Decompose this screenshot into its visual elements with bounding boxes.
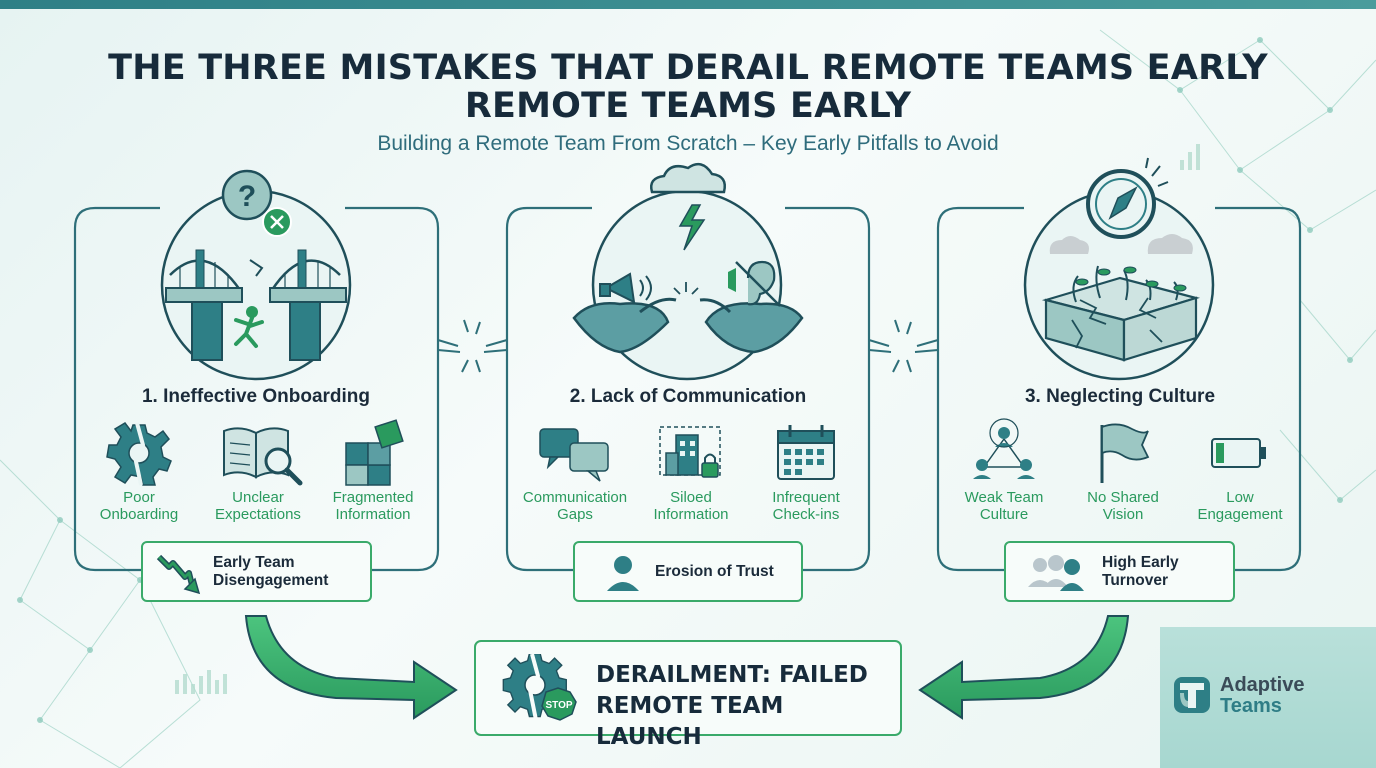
adaptive-teams-logo-icon [1174, 677, 1210, 713]
top-accent-bar [0, 0, 1376, 9]
logo-panel: Adaptive Teams [1160, 627, 1376, 768]
neglected-culture-illustration [1023, 157, 1215, 381]
card-frame-communication [505, 206, 871, 572]
declining-arrow-icon [156, 554, 201, 594]
svg-text:?: ? [238, 180, 256, 213]
page-title-line1: THE THREE MISTAKES THAT DERAIL REMOTE TE… [108, 48, 1268, 88]
pitfall-title-communication: 2. Lack of Communication [569, 386, 807, 407]
outcome-erosion-of-trust: Erosion of Trust [573, 541, 803, 602]
logo-wordmark: Adaptive Teams [1220, 674, 1305, 717]
people-leaving-icon [1028, 554, 1084, 591]
outcome-text-trust: Erosion of Trust [655, 562, 774, 580]
broken-connector-2 [868, 319, 939, 373]
flow-arrow-right [918, 615, 1130, 720]
card-frame-onboarding [73, 206, 440, 572]
stop-sign-label: STOP [545, 700, 572, 711]
broken-bridge-illustration: ? [160, 169, 352, 381]
page-subtitle: Building a Remote Team From Scratch – Ke… [377, 132, 999, 155]
pitfall-title-onboarding: 1. Ineffective Onboarding [141, 386, 371, 407]
card-frame-culture [936, 206, 1302, 572]
page-title-line2: REMOTE TEAMS EARLY [464, 86, 912, 126]
broken-gear-stop-icon: STOP [502, 654, 577, 721]
person-icon [607, 555, 639, 591]
flow-arrow-left [244, 615, 458, 720]
pitfall-title-culture: 3. Neglecting Culture [1024, 386, 1216, 407]
communication-breakdown-illustration [572, 162, 804, 381]
broken-connector-1 [437, 319, 508, 373]
